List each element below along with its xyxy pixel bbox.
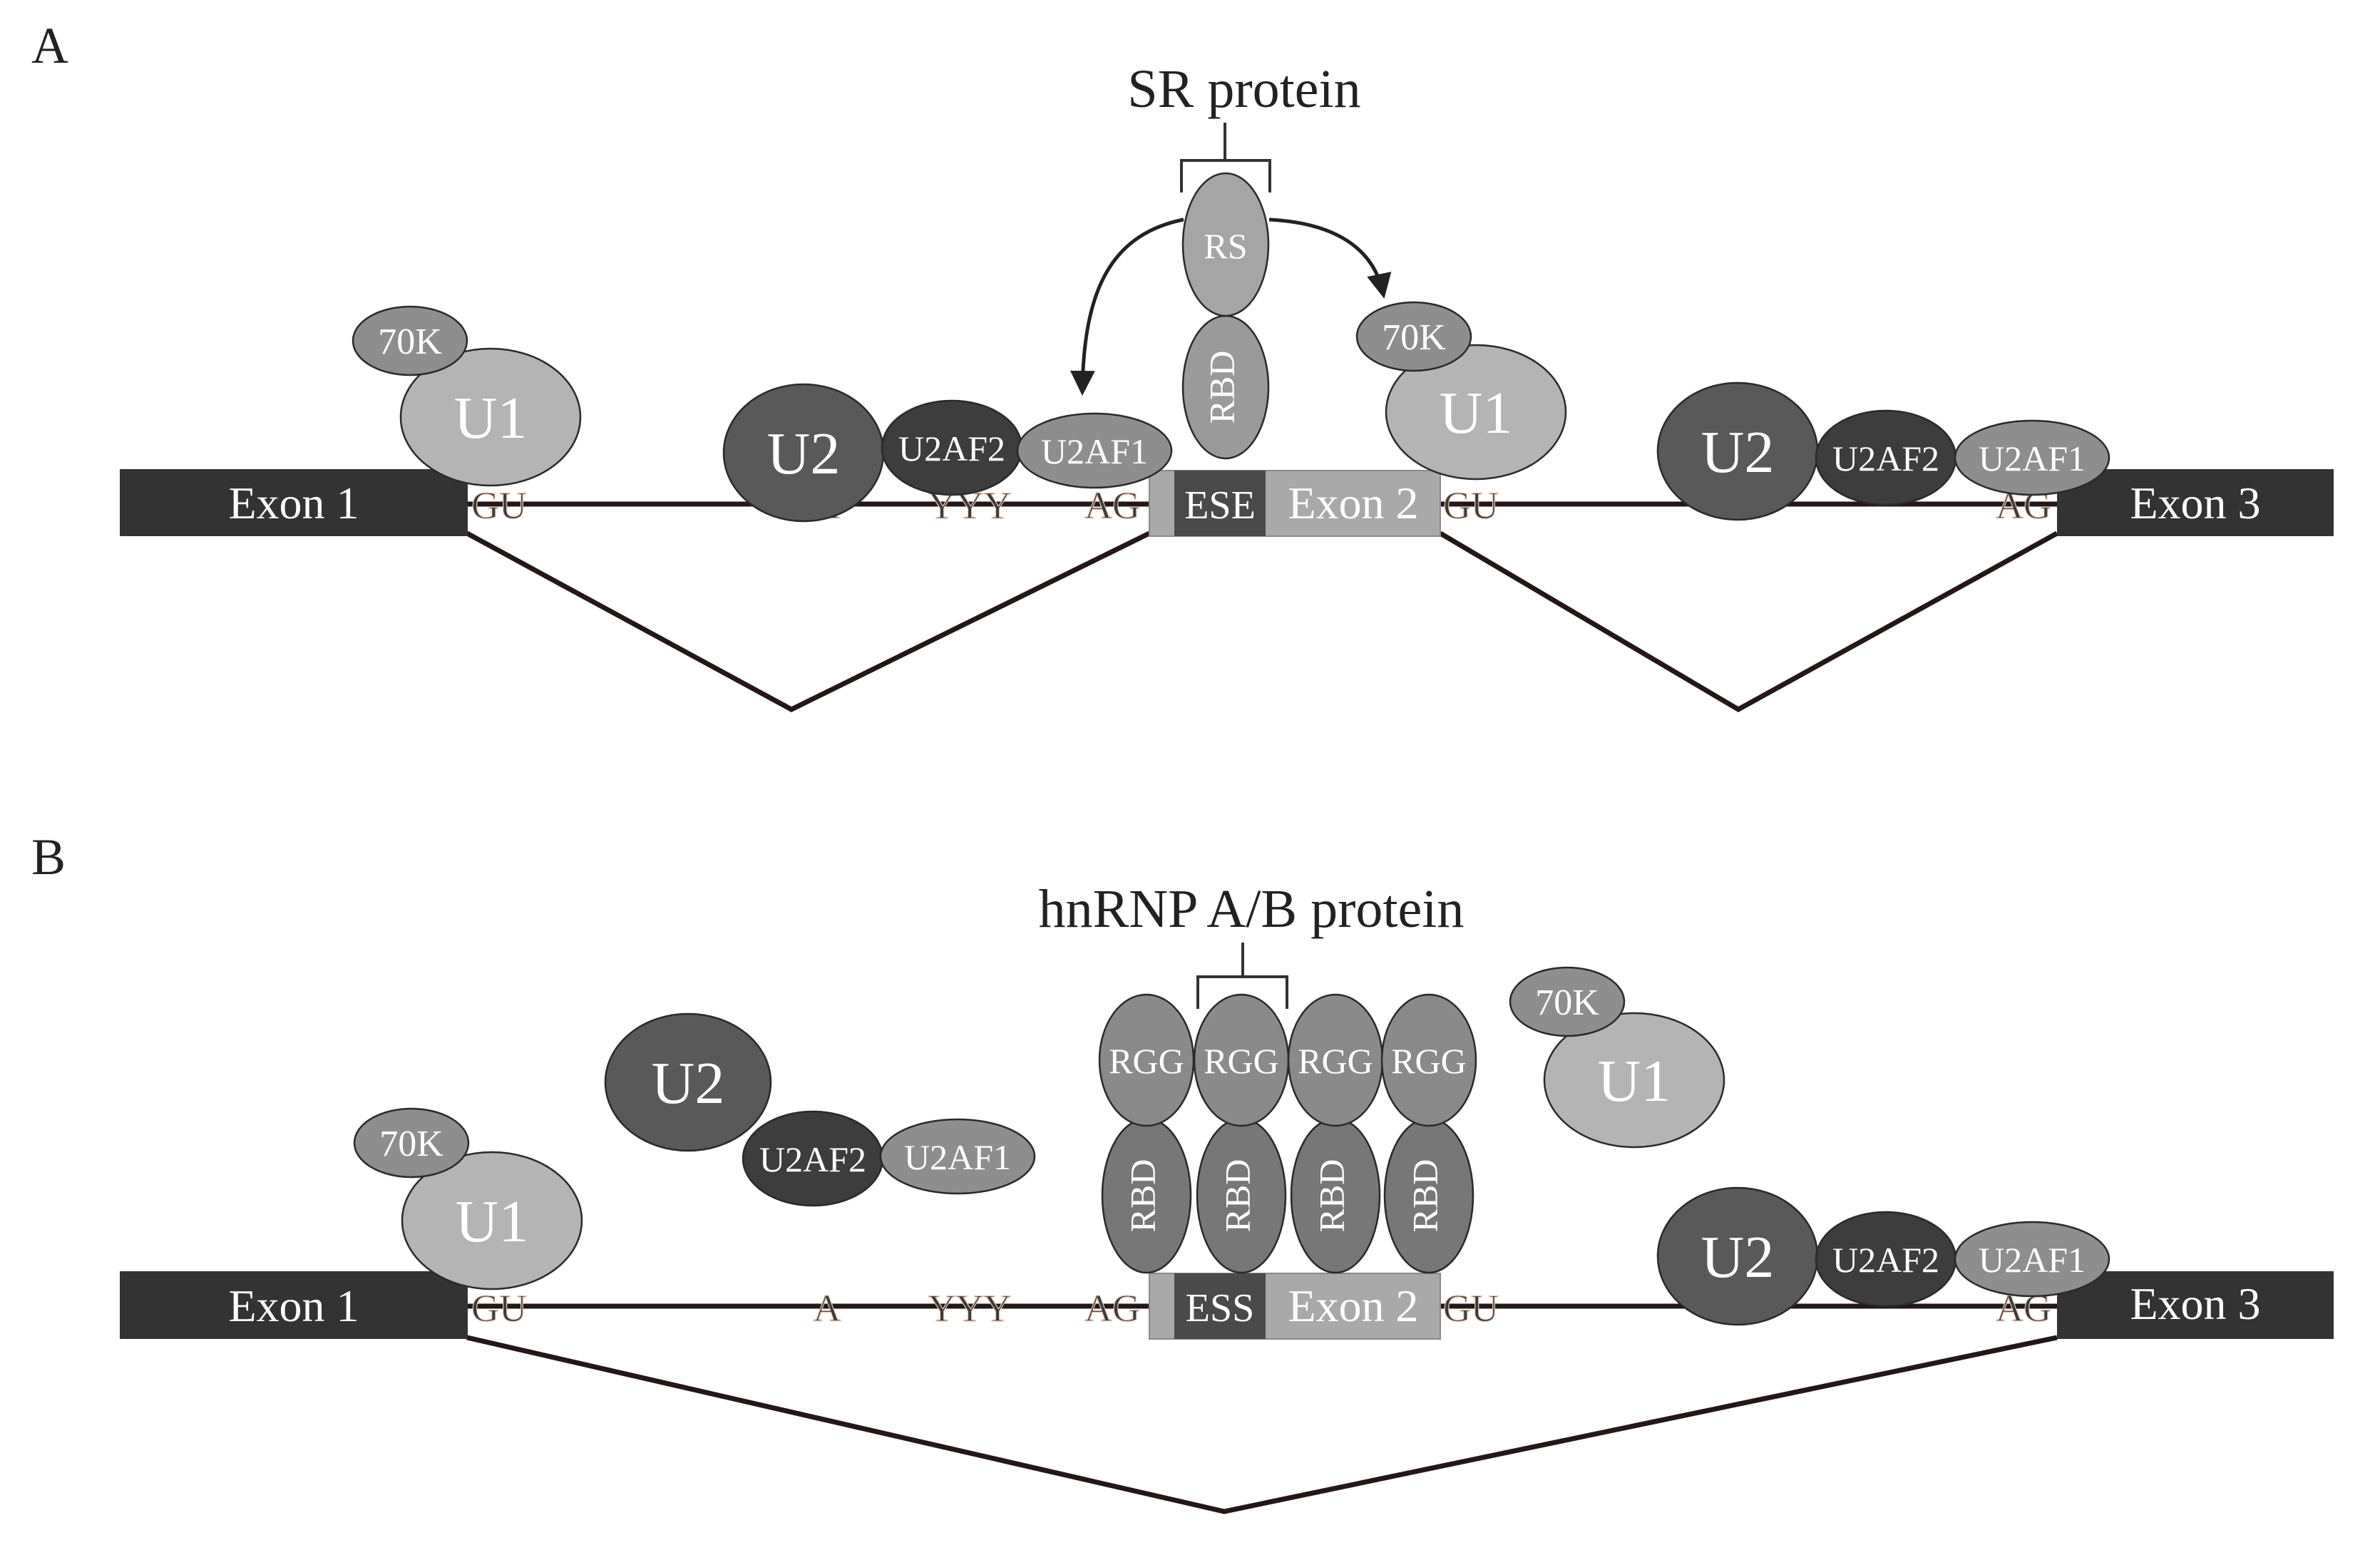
panel-a-gu-site-1: GU <box>471 484 527 527</box>
panel-a-letter: A <box>31 17 68 74</box>
panel-a-u2af1-left <box>1016 412 1173 489</box>
panel-b-70k-left <box>353 1107 470 1179</box>
panel-b-u2-label-right: U2 <box>1701 1224 1775 1290</box>
panel-b-u2-label-displaced: U2 <box>652 1050 725 1117</box>
panel-a-title-bracket <box>1180 123 1271 193</box>
panel-b-70k-label-left: 70K <box>379 1124 443 1164</box>
panel-a-exon-3 <box>2057 469 2334 536</box>
panel-b-hnrnp-rgg-1-label: RGG <box>1109 1041 1184 1081</box>
panel-b-letter: B <box>31 828 66 886</box>
panel-a-u2-label-right: U2 <box>1701 419 1775 486</box>
panel-b-hnrnp-rgg-2-label: RGG <box>1204 1041 1279 1081</box>
panel-b-hnrnp-rbd-4-label: RBD <box>1405 1159 1445 1233</box>
panel-b-u2af1-displaced <box>879 1118 1036 1195</box>
panel-b-gu-site-1: GU <box>471 1287 527 1330</box>
panel-a-u2af2-label-left: U2AF2 <box>898 428 1005 468</box>
panel-b-u2af1-label-displaced: U2AF1 <box>904 1137 1011 1177</box>
panel-a-splice-line-1 <box>466 530 1151 712</box>
panel-b-hnrnp-rbd-3-label: RBD <box>1311 1159 1351 1233</box>
panel-b-u2af1-label-right: U2AF1 <box>1979 1240 2086 1280</box>
panel-a-70k-right <box>1355 301 1472 372</box>
panel-a-ese-element <box>1174 471 1266 536</box>
panel-b-u1-snrnp-left <box>401 1151 583 1290</box>
panel-b-u1-snrnp-displaced <box>1543 1012 1725 1149</box>
panel-b-u2-snrnp-displaced <box>604 1012 772 1152</box>
panel-b-ess-element <box>1174 1273 1266 1339</box>
panel-b-polypyrimidine-tract: YYY <box>928 1287 1012 1330</box>
panel-b-u2af2-label-displaced: U2AF2 <box>759 1139 866 1179</box>
panel-b-exon-2-label: Exon 2 <box>1288 1280 1418 1331</box>
panel-b: B hnRNP A/B protein Exon 1 ESS Exon 2 Ex… <box>31 828 2334 1514</box>
panel-a-u2af1-right <box>1954 419 2110 496</box>
panel-a-title: SR protein <box>1127 59 1360 119</box>
panel-a-gu-site-2: GU <box>1443 484 1499 527</box>
panel-a-u2-label-left: U2 <box>767 421 841 487</box>
panel-a-u1-label-right: U1 <box>1440 380 1513 446</box>
panel-b-hnrnp-rbd-1-label: RBD <box>1122 1159 1162 1233</box>
panel-b-70k-label-displaced: 70K <box>1535 982 1599 1023</box>
panel-b-splice-line <box>466 1335 2058 1514</box>
panel-a-u2af1-label-left: U2AF1 <box>1041 431 1148 471</box>
panel-b-branch-site: A <box>814 1287 841 1330</box>
panel-b-ess-label: ESS <box>1186 1286 1255 1330</box>
panel-b-exon-1 <box>120 1271 468 1339</box>
panel-b-hnrnp-rgg-4 <box>1380 993 1477 1127</box>
panel-b-hnrnp-rgg-3-label: RGG <box>1298 1041 1373 1081</box>
panel-a-70k-left <box>352 305 468 376</box>
panel-a-u2af2-label-right: U2AF2 <box>1832 438 1939 478</box>
panel-b-hnrnp-rbd-2-label: RBD <box>1217 1159 1257 1233</box>
panel-a-sr-rbd-label: RBD <box>1201 351 1241 424</box>
panel-b-title-bracket <box>1196 943 1288 1009</box>
panel-b-gu-site-2: GU <box>1443 1287 1499 1330</box>
panel-b-exon-3-label: Exon 3 <box>2130 1278 2260 1329</box>
panel-b-exon-3 <box>2057 1271 2334 1339</box>
panel-a-splice-line-2 <box>1439 530 2058 713</box>
panel-b-70k-displaced <box>1509 966 1626 1037</box>
panel-b-ag-site-1: AG <box>1084 1287 1140 1330</box>
panel-a-exon-1 <box>120 469 468 536</box>
panel-a-u1-snrnp-right <box>1385 344 1567 481</box>
panel-a-ag-site-1: AG <box>1084 484 1140 527</box>
panel-a-70k-label-right: 70K <box>1382 317 1446 358</box>
panel-a-sr-rs-domain <box>1181 172 1270 317</box>
panel-a-ese-label: ESE <box>1184 483 1256 528</box>
panel-a-exon-3-label: Exon 3 <box>2130 478 2260 528</box>
panel-a-sr-rs-label: RS <box>1204 226 1247 266</box>
panel-a: A SR protein Exon 1 ESE Exon 2 Exon 3 GU… <box>31 17 2334 713</box>
panel-b-u1-label-left: U1 <box>456 1189 529 1255</box>
panel-a-u2af1-label-right: U2AF1 <box>1979 438 2086 478</box>
panel-b-u2af1-right <box>1954 1221 2110 1298</box>
panel-a-arrow-to-u2af1 <box>1070 217 1184 396</box>
panel-a-exon-2-label: Exon 2 <box>1288 478 1418 528</box>
panel-a-arrow-to-u1 <box>1268 217 1392 299</box>
panel-a-u1-label-left: U1 <box>454 385 528 451</box>
panel-b-title: hnRNP A/B protein <box>1039 879 1465 939</box>
panel-b-hnrnp-rgg-4-label: RGG <box>1391 1041 1467 1081</box>
panel-a-exon-1-label: Exon 1 <box>228 478 359 528</box>
panel-b-u1-label-displaced: U1 <box>1598 1048 1671 1114</box>
panel-b-u2af2-label-right: U2AF2 <box>1832 1240 1939 1280</box>
panel-b-exon-1-label: Exon 1 <box>228 1280 359 1331</box>
panel-a-u1-snrnp-left <box>399 347 582 487</box>
panel-a-70k-label-left: 70K <box>378 322 442 362</box>
